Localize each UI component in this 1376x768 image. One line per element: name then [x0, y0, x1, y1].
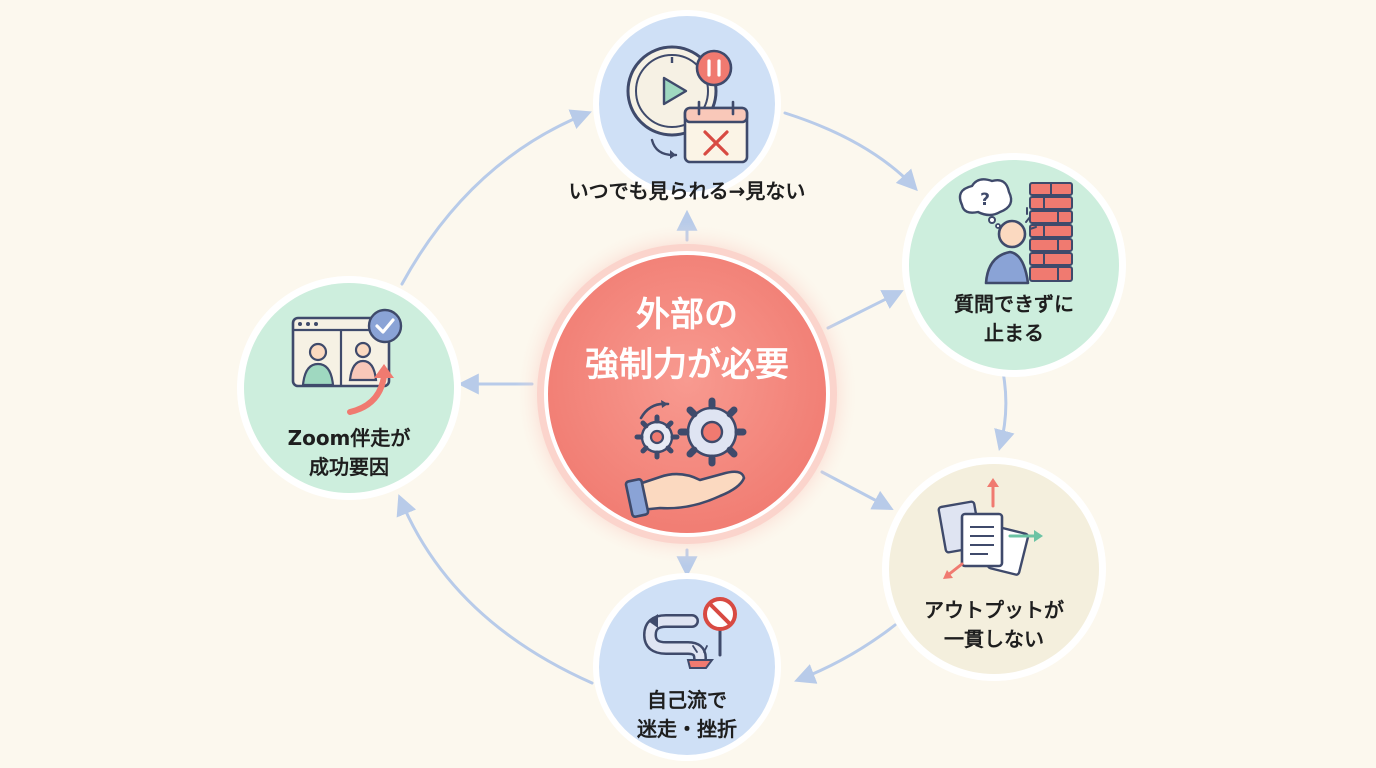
node-bottom: 自己流で 迷走・挫折	[593, 573, 781, 761]
confused-person-wall-icon: ?	[958, 178, 1073, 285]
arrow-top-to-right-upper	[783, 111, 918, 192]
center-node: 外部の 強制力が必要	[515, 222, 859, 566]
winding-path-stop-icon	[643, 597, 737, 669]
node-right-lower: アウトプットが 一貫しない	[882, 457, 1106, 681]
center-title-line1: 外部の	[636, 295, 738, 335]
node-right-upper: ? 質問できずに 止まる	[902, 153, 1126, 377]
video-paused-calendar-icon	[626, 45, 749, 164]
center-title-line2: 強制力が必要	[585, 345, 789, 385]
node-left-label-line1: Zoom伴走が	[288, 426, 411, 450]
video-call-success-icon	[291, 308, 403, 415]
arrow-left-to-top	[400, 109, 592, 286]
node-bottom-label-line2: 迷走・挫折	[636, 717, 737, 741]
node-left: Zoom伴走が 成功要因	[237, 276, 461, 500]
arrow-right-upper-to-right-lower	[994, 370, 1015, 452]
arrow-right-lower-to-bottom	[794, 623, 897, 684]
node-right-upper-label-line1: 質問できずに	[954, 292, 1074, 316]
hand-icon	[634, 470, 746, 512]
node-bottom-label-line1: 自己流で	[647, 688, 727, 712]
scattered-documents-icon	[937, 478, 1043, 579]
gears-hand-icon	[624, 397, 747, 519]
cycle-arrows	[396, 109, 1015, 685]
thought-bubble-icon: ?	[958, 178, 1013, 229]
arrow-bottom-to-left	[396, 494, 594, 685]
node-right-upper-label-line2: 止まる	[984, 321, 1044, 345]
node-top-label: いつでも見られる→見ない	[569, 179, 806, 203]
node-right-lower-label-line1: アウトプットが	[924, 598, 1064, 622]
node-right-lower-label-line2: 一貫しない	[944, 627, 1044, 651]
node-top: いつでも見られる→見ない	[569, 10, 806, 203]
brick-wall-icon	[1029, 182, 1073, 282]
node-left-label-line2: 成功要因	[309, 455, 389, 479]
svg-text:?: ?	[980, 190, 990, 210]
